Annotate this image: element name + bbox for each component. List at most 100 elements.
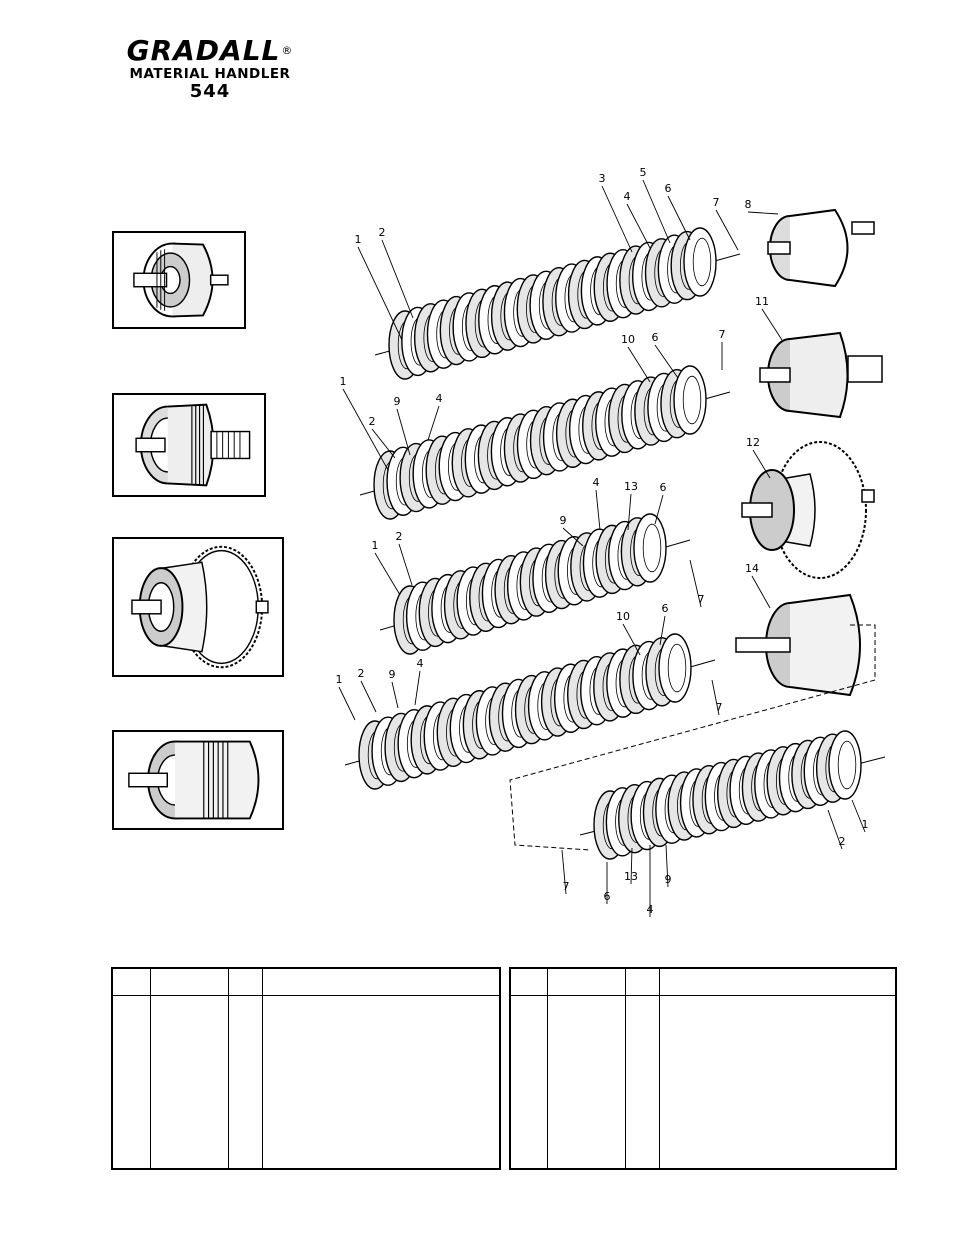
callout-row4-1: 1: [336, 673, 343, 686]
disc-stack-4: [344, 633, 716, 790]
header-cell-qty: [227, 968, 262, 996]
callout-leader: [595, 489, 601, 531]
clutch-drum-illustration: [133, 242, 229, 318]
callout-row1-6: 6: [665, 182, 672, 195]
callout-leader: [711, 679, 720, 716]
callout-leader: [374, 552, 401, 596]
callout-row2-8: 11: [755, 295, 769, 308]
callout-row2-3: 9: [394, 395, 401, 408]
table-header-row: [510, 968, 896, 996]
callout-row4-8: 14: [745, 562, 759, 575]
callout-leader: [357, 246, 403, 341]
gear-shaft-illustration: [135, 403, 251, 487]
callout-leader: [667, 195, 691, 241]
callout-row5-2: 6: [604, 890, 611, 903]
callout-row1-3: 3: [599, 172, 606, 185]
callout-row1-2: 2: [379, 226, 386, 239]
callout-leader: [561, 849, 567, 895]
table-row: [112, 995, 500, 1169]
clutch-disc-bore: [837, 740, 857, 790]
thumbnail-large-gear: [112, 537, 284, 677]
callout-row4-7: 7: [716, 701, 723, 714]
callout-row3-5: 13: [624, 480, 638, 493]
callout-leader: [626, 203, 651, 249]
callout-leader: [627, 346, 651, 383]
assembly-12: [741, 441, 875, 579]
callout-row5-3: 13: [624, 870, 638, 883]
assembly-11: [759, 331, 883, 419]
callout-leader: [752, 449, 771, 479]
callout-leader: [761, 308, 783, 341]
callout-row2-5: 10: [621, 333, 635, 346]
table-row: [510, 995, 896, 1169]
callout-leader: [391, 681, 399, 709]
callout-leader: [751, 575, 771, 609]
callout-leader: [654, 344, 679, 379]
callout-row1-5: 5: [640, 166, 647, 179]
callout-leader: [715, 209, 739, 251]
brand-name: GRADALL®: [126, 34, 294, 67]
thumbnail-clutch-drum-2: [112, 730, 284, 830]
callout-leader: [342, 388, 389, 471]
callout-leader: [630, 847, 633, 885]
disc-stack-2: [359, 365, 731, 520]
header-cell-description: [658, 968, 896, 996]
callout-leader: [689, 559, 702, 608]
callout-leader: [851, 799, 866, 833]
callout-leader: [601, 185, 633, 253]
callout-row2-1: 1: [340, 375, 347, 388]
clutch-disc-bore: [692, 237, 712, 287]
callout-row5-6: 2: [839, 835, 846, 848]
callout-row4-5: 10: [616, 610, 630, 623]
subtitle: MATERIAL HANDLER: [129, 66, 291, 82]
callout-leader: [642, 179, 671, 244]
model-number: 544: [189, 81, 231, 102]
callout-row3-1: 1: [372, 539, 379, 552]
callout-leader: [827, 809, 843, 850]
assembly-drawings: [509, 208, 883, 851]
callout-row1-8: 8: [745, 198, 752, 211]
callout-row4-4: 4: [417, 657, 424, 670]
header-logo: GRADALL® MATERIAL HANDLER 544: [110, 36, 310, 102]
callout-leader: [396, 408, 411, 456]
callout-row3-2: 2: [396, 530, 403, 543]
callout-leader: [627, 493, 632, 531]
header-cell-part-number: [546, 968, 625, 996]
clutch-disc-bore: [667, 643, 687, 693]
header-cell-qty: [624, 968, 659, 996]
callout-row3-3: 9: [560, 514, 567, 527]
parts-table-right: [509, 967, 897, 1170]
callout-leader: [381, 239, 414, 319]
callout-leader: [371, 428, 396, 459]
callout-row1-7: 7: [713, 196, 720, 209]
assembly-14: [509, 593, 876, 851]
assembly-8: [767, 208, 875, 288]
header-cell-item: [510, 968, 547, 996]
parts-table-left: [111, 967, 501, 1170]
callout-row4-3: 9: [389, 668, 396, 681]
callout-leader: [562, 527, 584, 547]
callout-leader: [654, 494, 664, 525]
callout-leader: [398, 543, 413, 586]
callout-leader: [414, 670, 421, 706]
callout-row1-4: 4: [624, 190, 631, 203]
callout-leader: [338, 686, 356, 721]
header-cell-item: [112, 968, 150, 996]
callout-leader: [622, 623, 641, 656]
callout-leader: [360, 680, 377, 713]
header-cell-description: [261, 968, 500, 996]
thumbnail-clutch-drum: [112, 231, 246, 329]
callout-row2-7: 7: [719, 328, 726, 341]
callout-row4-6: 6: [662, 602, 669, 615]
clutch-drum-2-illustration: [128, 740, 260, 820]
callout-row1-1: 1: [355, 233, 362, 246]
callout-leader: [747, 211, 779, 215]
callout-row3-8: 12: [746, 436, 760, 449]
disc-stack-3: [379, 513, 691, 655]
callout-row5-5: 9: [665, 873, 672, 886]
callout-row2-4: 4: [436, 392, 443, 405]
callout-row2-2: 2: [369, 415, 376, 428]
disc-stack-1: [374, 227, 741, 380]
header-cell-part-number: [149, 968, 228, 996]
